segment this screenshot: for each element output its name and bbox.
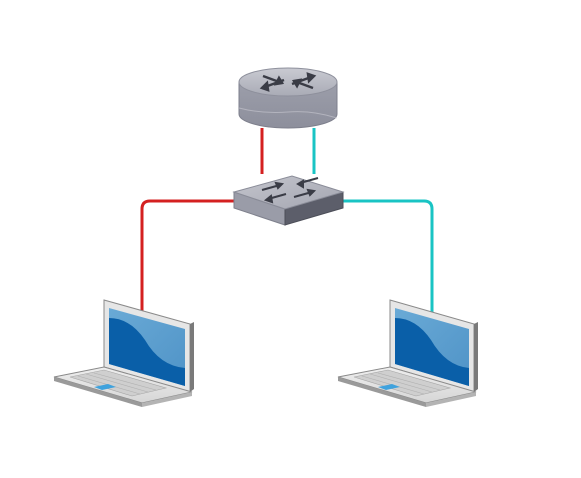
links [140,128,434,313]
link-switch-laptop-left [140,199,236,313]
laptop-left-icon [53,299,194,407]
laptop-right-icon [337,299,478,407]
link-switch-laptop-right [343,199,434,312]
switch-icon [232,175,345,226]
router-icon [238,67,338,129]
